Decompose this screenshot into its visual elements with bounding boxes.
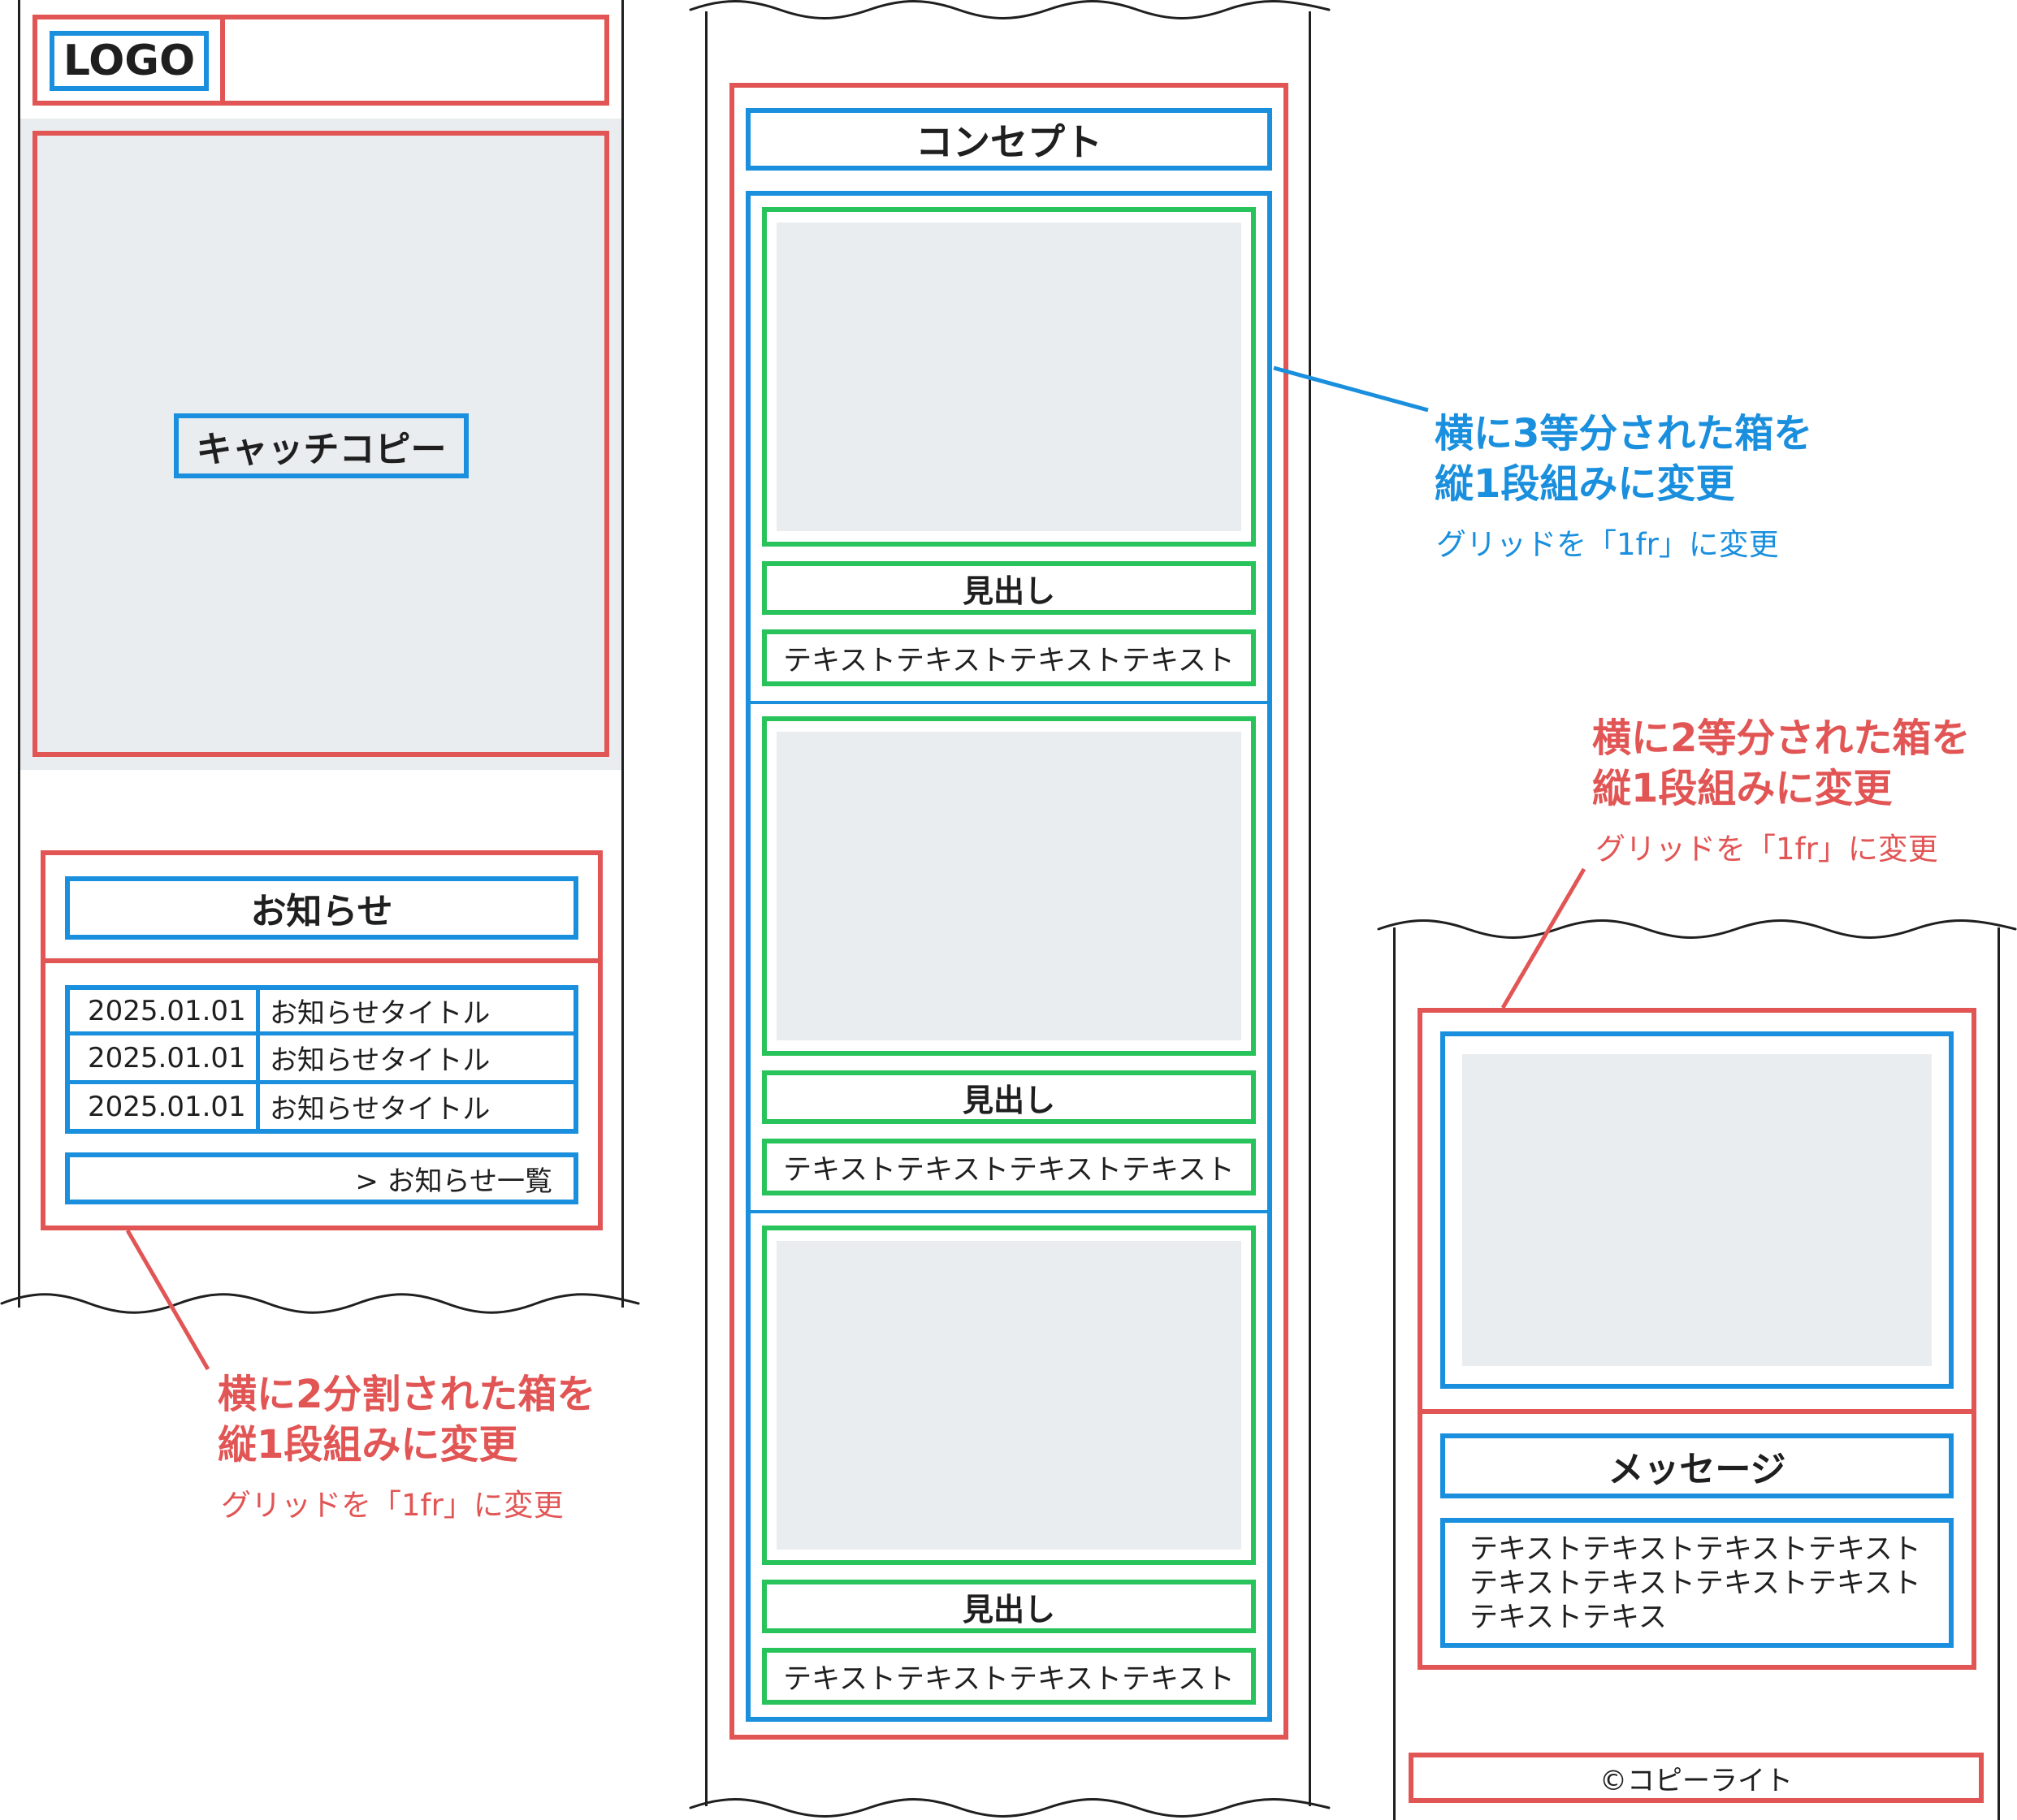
logo[interactable]: LOGO [50, 31, 209, 91]
news-title: お知らせ [65, 876, 578, 940]
footer-copyright: ©コピーライト [1409, 1753, 1984, 1803]
middle-annotation-line2: 縦1段組みに変更 [1435, 461, 1735, 507]
left-annotation-line2: 縦1段組みに変更 [218, 1422, 518, 1468]
card-grid-divider [746, 1210, 1272, 1213]
news-date: 2025.01.01 [88, 994, 246, 1027]
left-annotation-leader [125, 1229, 210, 1371]
left-bottom-wave [0, 1293, 640, 1314]
message-text-line: テキストテキストテキストテキスト [1469, 1533, 1921, 1566]
message-text-line: テキストテキストテキストテキスト [1469, 1567, 1921, 1600]
concept-card-grid [746, 191, 1272, 1722]
card-heading: 見出し [762, 1070, 1256, 1124]
right-annotation-leader [1500, 867, 1586, 1009]
news-item-title[interactable]: お知らせタイトル [270, 1093, 491, 1126]
news-row-divider [65, 1031, 578, 1035]
news-section [41, 850, 603, 1230]
card-text: テキストテキストテキストテキスト [762, 629, 1256, 686]
middle-top-wave [689, 0, 1331, 19]
right-annotation-line2: 縦1段組みに変更 [1592, 766, 1893, 811]
card-image-frame [762, 716, 1256, 1056]
news-date: 2025.01.01 [88, 1041, 246, 1074]
message-text-box: テキストテキストテキストテキスト テキストテキストテキストテキスト テキストテキ… [1440, 1518, 1954, 1648]
right-annotation-line1: 横に2等分された箱を [1592, 715, 1971, 761]
news-row-divider [65, 1080, 578, 1084]
news-more-link[interactable]: > お知らせ一覧 [65, 1152, 578, 1204]
middle-annotation-sub: グリッドを「1fr」に変更 [1436, 527, 1779, 562]
news-column-divider [256, 985, 260, 1134]
concept-title: コンセプト [746, 108, 1272, 171]
left-phone-frame [18, 0, 624, 1308]
message-title: メッセージ [1440, 1433, 1954, 1498]
right-annotation-sub: グリッドを「1fr」に変更 [1595, 832, 1938, 867]
concept-section [729, 83, 1288, 1740]
middle-annotation-line1: 横に3等分された箱を [1435, 411, 1813, 456]
message-image [1462, 1054, 1932, 1366]
card-heading: 見出し [762, 1580, 1256, 1633]
middle-annotation-leader [1273, 365, 1429, 413]
card-text: テキストテキストテキストテキスト [762, 1139, 1256, 1195]
card-grid-divider [746, 701, 1272, 704]
news-date: 2025.01.01 [88, 1090, 246, 1123]
card-image [777, 732, 1241, 1040]
card-image-frame [762, 1226, 1256, 1565]
news-item-title[interactable]: お知らせタイトル [270, 997, 491, 1030]
message-section [1418, 1008, 1976, 1670]
catch-copy: キャッチコピー [174, 413, 469, 478]
middle-bottom-wave [689, 1798, 1331, 1818]
news-item-title[interactable]: お知らせタイトル [270, 1044, 491, 1077]
news-list [65, 985, 578, 1134]
left-annotation-sub: グリッドを「1fr」に変更 [221, 1488, 564, 1523]
card-image [777, 1241, 1241, 1550]
right-top-wave [1377, 919, 2017, 939]
card-text: テキストテキストテキストテキスト [762, 1648, 1256, 1705]
message-image-frame [1440, 1031, 1954, 1389]
hero-section [32, 131, 609, 757]
left-annotation-line1: 横に2分割された箱を [218, 1372, 596, 1417]
card-heading: 見出し [762, 561, 1256, 615]
header-divider [220, 15, 225, 106]
news-divider [41, 958, 603, 963]
message-divider [1418, 1409, 1976, 1414]
right-phone-frame [1393, 927, 2000, 1820]
header [32, 15, 609, 106]
message-text-line: テキストテキス [1469, 1602, 1667, 1634]
card-image-frame [762, 207, 1256, 547]
middle-phone-frame [705, 11, 1311, 1806]
card-image [777, 223, 1241, 531]
